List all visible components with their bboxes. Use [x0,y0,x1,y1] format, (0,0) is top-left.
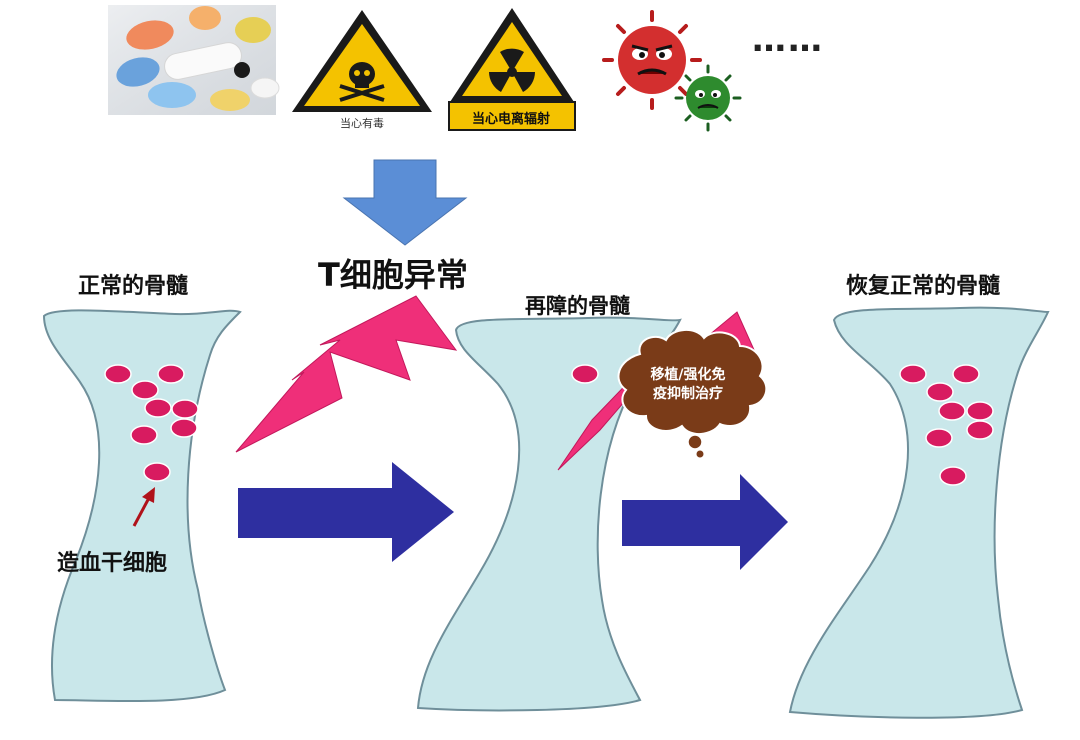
cell [157,364,185,384]
lightning-bolt [235,295,458,453]
stem-cell-arrow [132,487,155,527]
treatment-label-line1: 移植/强化免 [650,367,726,383]
stem-cell-label: 造血干细胞 [57,551,168,576]
cell [939,466,967,486]
cell [952,364,980,384]
treatment-label-line2: 疫抑制治疗 [653,386,723,402]
progress-arrow [238,462,454,562]
bone-aplastic [416,316,682,712]
recovered-marrow-label: 恢复正常的骨髓 [846,274,1001,299]
poison-warning-icon [292,10,432,112]
aplastic-marrow-label: 再障的骨髓 [525,294,630,318]
radiation-warning-icon [448,8,576,131]
cell [966,420,994,440]
pills-icon [108,5,280,115]
cell [966,401,994,421]
cell [143,462,171,482]
normal-marrow-label: 正常的骨髓 [78,274,189,299]
down-arrow [342,159,468,246]
t-cell-abnormal-label: T细胞异常 [318,256,468,294]
cells-aplastic [571,364,599,384]
poison-sign-label: 当心有毒 [340,117,384,130]
treatment-cloud [617,329,768,459]
cell [131,380,159,400]
bone-normal [42,309,242,703]
cell [130,425,158,445]
cell [938,401,966,421]
virus-icon [602,10,742,132]
cell [144,398,172,418]
cell [925,428,953,448]
radiation-sign-label: 当心电离辐射 [471,112,550,127]
cells-recovered [899,364,994,486]
cell [104,364,132,384]
progress-arrow [622,474,788,570]
cells-normal [104,364,199,482]
cell [926,382,954,402]
cell [171,399,199,419]
cell [899,364,927,384]
cell [170,418,198,438]
ellipsis-label: …… [752,20,824,60]
cell [571,364,599,384]
